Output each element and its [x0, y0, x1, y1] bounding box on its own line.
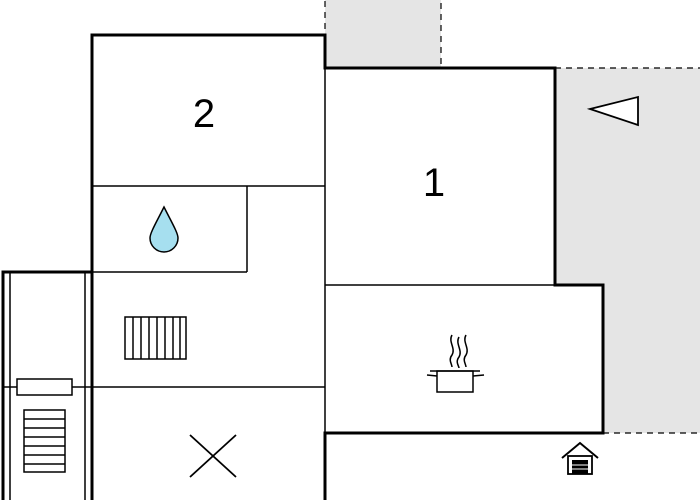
outdoor-area-top [324, 0, 442, 69]
room-2-label: 2 [193, 92, 215, 136]
interior-walls [3, 35, 555, 500]
room-1-label: 1 [423, 161, 445, 205]
kitchen-pot-icon [426, 334, 485, 393]
entrance-house-icon [561, 441, 599, 475]
water-drop-icon [149, 205, 179, 253]
window-icon [16, 378, 73, 396]
terrace-area [554, 67, 700, 434]
stairs-icon [23, 409, 66, 473]
toilet-cross-icon [189, 434, 237, 478]
radiator-icon [124, 316, 187, 360]
walls [1, 33, 605, 500]
terrace-direction-arrow-icon [586, 95, 639, 127]
